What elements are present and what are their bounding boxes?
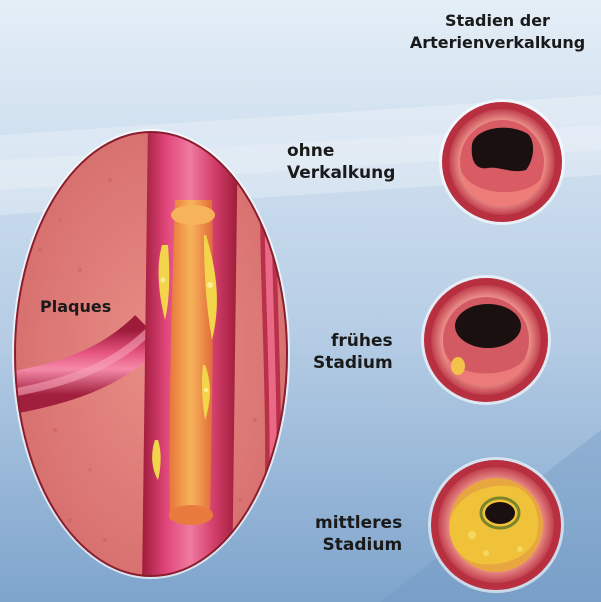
lumen-narrow — [485, 502, 515, 524]
stage-label-no-calcification: ohne Verkalkung — [287, 140, 395, 184]
plaques-label: Plaques — [40, 296, 111, 318]
stage-label-middle: mittleres Stadium — [315, 512, 402, 556]
plaque-spot — [451, 357, 465, 375]
diagram-title: Stadien der Arterienverkalkung — [400, 10, 595, 54]
cross-section-early-stage — [421, 275, 551, 405]
lumen-open — [472, 128, 533, 171]
lumen-narrowing — [455, 304, 521, 348]
cross-section-middle-stage — [428, 457, 564, 593]
stage-label-early: frühes Stadium — [313, 330, 393, 374]
cross-section-no-calcification — [439, 99, 565, 225]
